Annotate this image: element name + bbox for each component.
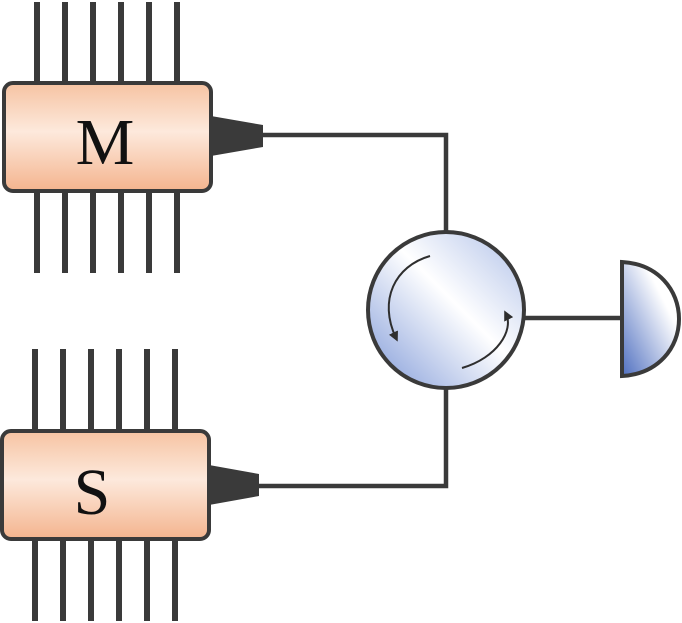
master-module: M xyxy=(2,2,263,273)
slave-bottom-pins xyxy=(32,538,178,621)
circulator-icon xyxy=(366,230,526,390)
fiber-connector-icon xyxy=(209,465,259,505)
master-top-pins xyxy=(34,2,180,84)
master-to-circulator-wire xyxy=(262,132,449,232)
slave-label: S xyxy=(74,456,111,529)
slave-to-circulator-wire xyxy=(258,389,449,489)
circulator-arrow-right-icon xyxy=(461,310,514,369)
master-bottom-pins xyxy=(34,190,180,273)
photodetector-icon xyxy=(620,259,682,379)
wires xyxy=(258,132,621,489)
circulator-arrow-left-icon xyxy=(387,255,431,342)
slave-module: S xyxy=(0,349,259,621)
fiber-connector-icon xyxy=(211,116,263,156)
master-label: M xyxy=(76,106,135,179)
slave-top-pins xyxy=(32,349,178,432)
